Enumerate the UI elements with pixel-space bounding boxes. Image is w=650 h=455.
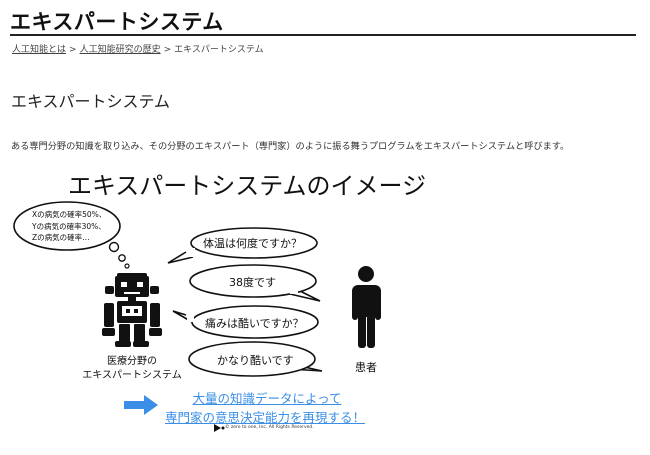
- breadcrumb-separator: >: [163, 45, 172, 55]
- thought-dot: [118, 254, 126, 262]
- robot-label-line: 医療分野の: [107, 356, 157, 367]
- thought-dot: [108, 241, 120, 253]
- patient-label: 患者: [355, 361, 377, 374]
- page-title: エキスパートシステム: [10, 10, 224, 34]
- breadcrumb-separator: >: [69, 45, 77, 55]
- thought-line: Zの病気の確率…: [32, 233, 90, 242]
- thought-dot: [124, 263, 130, 269]
- copyright: © zero to one, Inc. All Rights Reserved.: [225, 425, 314, 430]
- logo-icon: [214, 424, 225, 432]
- breadcrumb: 人工知能とは>人工知能研究の歴史>エキスパートシステム: [12, 42, 264, 55]
- breadcrumb-current: エキスパートシステム: [174, 45, 264, 55]
- robot-label-line: エキスパートシステム: [82, 370, 182, 381]
- dialogue-answer-temperature: 38度です: [229, 276, 276, 289]
- thought-line: Yの病気の確率30%、: [32, 222, 106, 231]
- patient-icon: [352, 266, 381, 348]
- tagline-line: 専門家の意思決定能力を再現する！: [164, 410, 365, 425]
- tagline-line: 大量の知識データによって: [192, 391, 342, 406]
- arrow-icon: [124, 395, 158, 415]
- dialogue-question-temperature: 体温は何度ですか？: [203, 237, 302, 250]
- breadcrumb-link-history[interactable]: 人工知能研究の歴史: [79, 45, 161, 55]
- figure-title: エキスパートシステムのイメージ: [68, 172, 427, 200]
- speech-bubble: [188, 341, 316, 377]
- speech-bubble: [190, 227, 318, 259]
- intro-paragraph: ある専門分野の知識を取り込み、その分野のエキスパート（専門家）のように振る舞うプ…: [11, 141, 570, 152]
- thought-line: Xの病気の確率50%、: [32, 210, 107, 219]
- breadcrumb-link-ai[interactable]: 人工知能とは: [12, 45, 67, 55]
- dialogue-answer-pain: かなり酷いです: [217, 354, 294, 367]
- speech-bubble: [167, 251, 194, 264]
- illustration: [13, 201, 381, 432]
- title-divider: [10, 34, 636, 36]
- thought-bubble: [13, 201, 121, 251]
- speech-bubble: [189, 264, 317, 298]
- section-heading: エキスパートシステム: [11, 92, 171, 111]
- dialogue-question-pain: 痛みは酷いですか？: [205, 317, 304, 330]
- robot-icon: [102, 273, 162, 347]
